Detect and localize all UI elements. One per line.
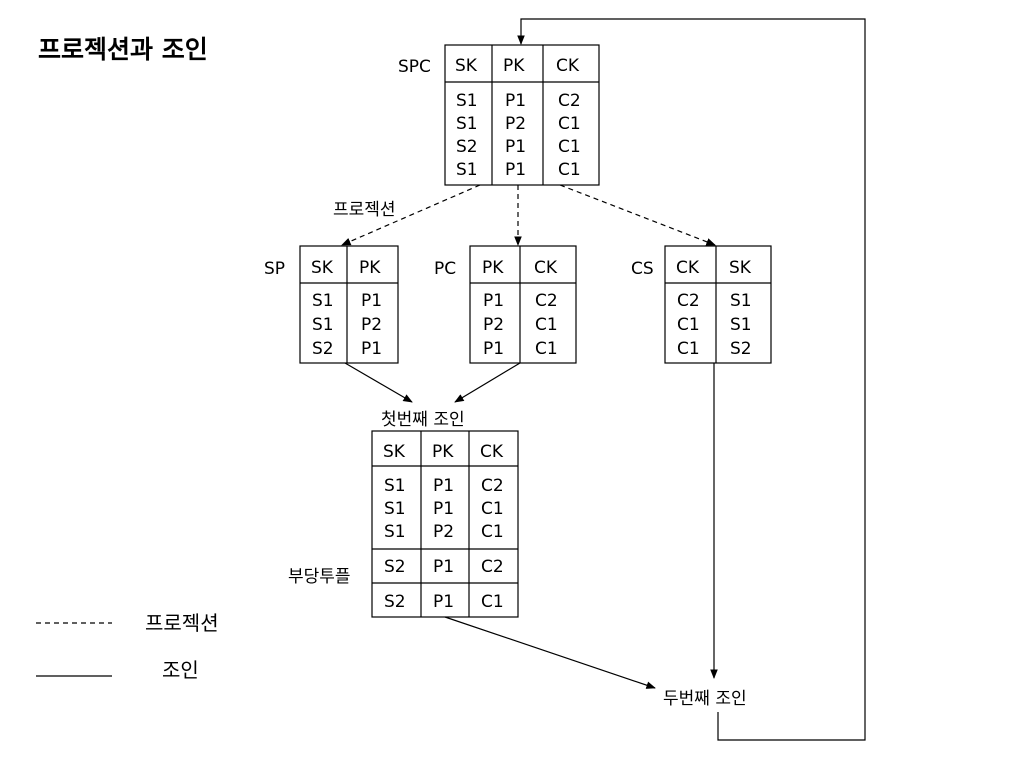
table-sp-header: PK — [359, 258, 381, 278]
spurious-tuple-label: 부당투플 — [288, 567, 351, 587]
table-spc-cell: S2 — [456, 137, 478, 157]
table-spc-cell: P1 — [505, 91, 526, 111]
table-cs-header: SK — [729, 258, 752, 278]
table-sp-cell: P1 — [361, 291, 382, 311]
table-cs-cell: S2 — [730, 339, 752, 359]
table-spc-name: SPC — [398, 57, 431, 77]
table-spc-cell: C2 — [558, 91, 581, 111]
table-cs-name: CS — [631, 259, 654, 279]
table-pc-header: CK — [534, 258, 558, 278]
projection-label: 프로젝션 — [333, 200, 396, 220]
table-first-join-spurious-cell: S2 — [384, 557, 406, 577]
join-arrow-sp — [344, 362, 413, 403]
table-first-join-cell: P1 — [433, 499, 454, 519]
table-pc: PC PK CK P1 C2 P2 C1 P1 C1 — [434, 245, 577, 364]
table-first-join-spurious-cell: C2 — [481, 557, 504, 577]
table-first-join-cell: C1 — [481, 522, 504, 542]
table-first-join-cell: P2 — [433, 522, 454, 542]
table-pc-cell: C1 — [535, 315, 558, 335]
table-spc-cell: S1 — [456, 114, 478, 134]
table-cs: CS CK SK C2 S1 C1 S1 C1 S2 — [631, 245, 772, 364]
table-pc-header: PK — [482, 258, 504, 278]
page-title: 프로젝션과 조인 — [38, 35, 208, 64]
table-spc-cell: P1 — [505, 137, 526, 157]
projection-arrow-sp — [341, 184, 481, 246]
join-arrow-pc — [454, 362, 521, 403]
table-spc-cell: C1 — [558, 114, 581, 134]
table-spc-cell: P1 — [505, 160, 526, 180]
table-cs-cell: S1 — [730, 315, 752, 335]
table-sp-cell: P2 — [361, 315, 382, 335]
table-pc-cell: P2 — [483, 315, 504, 335]
legend: 프로젝션 조인 — [36, 611, 219, 682]
table-first-join-frame — [371, 430, 519, 618]
second-join-label: 두번째 조인 — [663, 689, 747, 709]
table-sp-cell: S2 — [312, 339, 334, 359]
table-pc-cell: P1 — [483, 339, 504, 359]
table-sp-header: SK — [311, 258, 334, 278]
table-spc-header: CK — [556, 56, 580, 76]
table-cs-header: CK — [676, 258, 700, 278]
table-spc-frame — [444, 44, 600, 186]
table-spc-cell: S1 — [456, 160, 478, 180]
table-first-join-header: CK — [480, 442, 504, 462]
table-pc-cell: P1 — [483, 291, 504, 311]
table-spc: SPC SK PK CK S1 P1 C2 S1 P2 C1 S2 P1 C1 … — [398, 44, 600, 186]
table-cs-frame — [664, 245, 772, 364]
table-cs-cell: C1 — [677, 315, 700, 335]
join-arrow-first-join — [444, 616, 656, 689]
table-pc-frame — [469, 245, 577, 364]
legend-dashed-label: 프로젝션 — [145, 611, 219, 635]
table-first-join-spurious-cell: C1 — [481, 592, 504, 612]
table-spc-cell: C1 — [558, 137, 581, 157]
table-first-join-cell: C1 — [481, 499, 504, 519]
table-sp-frame — [299, 245, 399, 364]
table-first-join-cell: S1 — [384, 522, 406, 542]
table-sp-name: SP — [264, 259, 285, 279]
table-sp-cell: P1 — [361, 339, 382, 359]
table-sp-cell: S1 — [312, 291, 334, 311]
table-cs-cell: S1 — [730, 291, 752, 311]
table-first-join-cell: S1 — [384, 499, 406, 519]
table-cs-cell: C2 — [677, 291, 700, 311]
legend-solid-label: 조인 — [162, 658, 199, 682]
feedback-arrow — [517, 18, 866, 741]
table-first-join-header: PK — [432, 442, 454, 462]
table-first-join: SK PK CK S1 P1 C2 S1 P1 C1 S1 P2 C1 S2 P… — [371, 430, 519, 618]
table-spc-cell: P2 — [505, 114, 526, 134]
table-pc-cell: C2 — [535, 291, 558, 311]
table-pc-name: PC — [434, 259, 456, 279]
table-sp-cell: S1 — [312, 315, 334, 335]
table-pc-cell: C1 — [535, 339, 558, 359]
projection-arrow-cs — [559, 184, 716, 246]
table-first-join-spurious-cell: P1 — [433, 592, 454, 612]
first-join-label: 첫번째 조인 — [381, 410, 465, 430]
table-first-join-cell: S1 — [384, 476, 406, 496]
table-first-join-cell: P1 — [433, 476, 454, 496]
table-first-join-spurious-cell: S2 — [384, 592, 406, 612]
table-spc-cell: S1 — [456, 91, 478, 111]
table-first-join-spurious-cell: P1 — [433, 557, 454, 577]
table-spc-cell: C1 — [558, 160, 581, 180]
table-first-join-header: SK — [383, 442, 406, 462]
table-spc-header: PK — [503, 56, 525, 76]
table-spc-header: SK — [455, 56, 478, 76]
table-cs-cell: C1 — [677, 339, 700, 359]
table-sp: SP SK PK S1 P1 S1 P2 S2 P1 — [264, 245, 399, 364]
table-first-join-cell: C2 — [481, 476, 504, 496]
